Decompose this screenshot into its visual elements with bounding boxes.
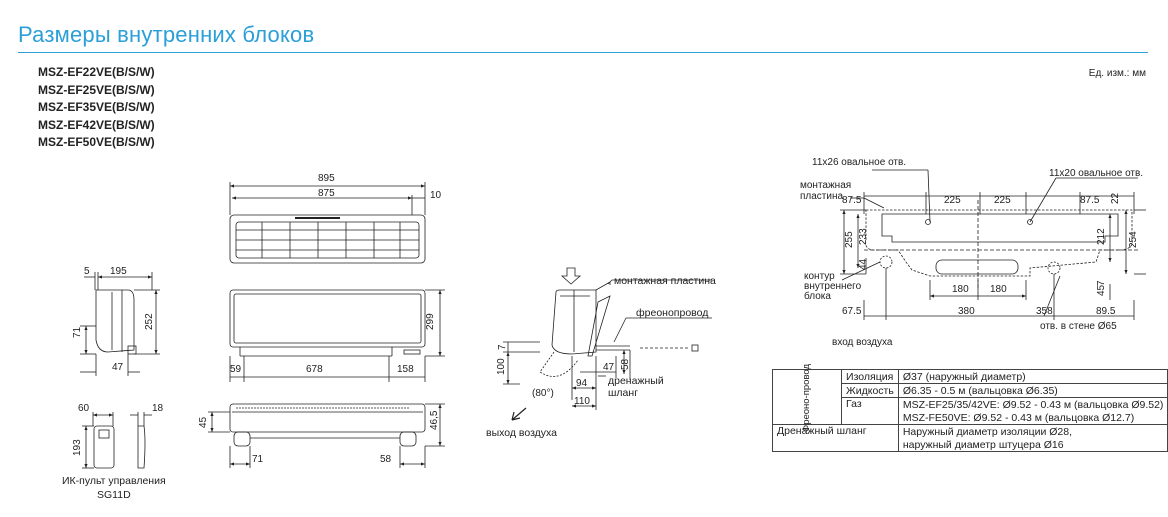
dim-380: 380	[958, 306, 975, 317]
dim-110: 110	[574, 396, 590, 407]
spec-row-drain-2: наружный диаметр штуцера Ø16	[773, 438, 1168, 452]
section-view: 7 100 (80°) 47 58 94 110	[496, 267, 712, 421]
dim-94: 94	[576, 378, 588, 389]
spec-value: наружный диаметр штуцера Ø16	[897, 438, 1168, 452]
spec-row-insulation: Фреоно-провод Изоляция Ø37 (наружный диа…	[771, 363, 1168, 432]
dim-46-5: 46,5	[429, 410, 440, 430]
model-item: MSZ-EF42VE(B/S/W)	[38, 117, 155, 132]
dim-87-5-right: 87.5	[1080, 195, 1100, 206]
model-item: MSZ-EF50VE(B/S/W)	[38, 135, 155, 149]
dim-18: 18	[152, 403, 164, 414]
dim-58-bottom: 58	[380, 454, 392, 465]
dim-180-left: 180	[952, 284, 969, 295]
remote-drawing: 60 18 193	[72, 403, 164, 469]
label-contour-1: контур	[804, 271, 835, 282]
air-out-arrow-icon	[511, 407, 527, 421]
dim-47: 47	[112, 362, 124, 373]
label-plate-1: монтажная	[800, 180, 851, 191]
dim-158: 158	[397, 364, 414, 375]
dim-71: 71	[72, 326, 83, 338]
model-item: MSZ-EF25VE(B/S/W)	[38, 82, 155, 97]
label-air-in: вход воздуха	[832, 337, 893, 348]
dim-225-right: 225	[994, 195, 1011, 206]
dim-87-5-left: 87.5	[842, 195, 862, 206]
dim-255: 255	[844, 231, 855, 248]
spec-value: Наружный диаметр изоляции Ø28,	[897, 424, 1168, 438]
page-title: Размеры внутренних блоков	[18, 22, 315, 47]
dim-233: 233	[858, 228, 869, 245]
dim-212: 212	[1096, 228, 1107, 245]
dim-100-section: 100	[496, 358, 507, 375]
dim-358: 358	[1036, 306, 1053, 317]
label-mount-plate: монтажная пластина	[614, 275, 716, 287]
dim-7-plate: 7	[1096, 280, 1107, 286]
spec-value: MSZ-FE50VE: Ø9.52 - 0.43 м (вальцовка Ø1…	[897, 411, 1168, 425]
spec-row-gas: Газ MSZ-EF25/35/42VE: Ø9.52 - 0.43 м (ва…	[773, 397, 1168, 425]
dim-58-section: 58	[620, 358, 631, 370]
dim-895: 895	[318, 173, 335, 184]
spec-group-label: Фреоно-провод	[771, 363, 843, 432]
label-plate-2: пластина	[800, 191, 844, 202]
spec-value: Ø37 (наружный диаметр)	[897, 369, 1168, 384]
spec-name: Газ	[841, 397, 899, 425]
dim-225-left: 225	[944, 195, 961, 206]
label-drain-hose-1: дренажный	[608, 375, 664, 387]
model-list: MSZ-EF22VE(B/S/W) MSZ-EF25VE(B/S/W) MSZ-…	[38, 64, 155, 152]
model-item: MSZ-EF22VE(B/S/W)	[38, 65, 155, 79]
dim-60: 60	[78, 403, 90, 414]
label-air-out: выход воздуха	[486, 427, 557, 439]
spec-value: Ø6.35 - 0.5 м (вальцовка Ø6.35)	[897, 383, 1168, 398]
spec-table: Фреоно-провод Изоляция Ø37 (наружный диа…	[771, 363, 1168, 452]
dim-180-right: 180	[990, 284, 1007, 295]
label-contour-2: внутреннего	[804, 281, 862, 292]
label-contour-3: блока	[804, 290, 831, 302]
model-item: MSZ-EF35VE(B/S/W)	[38, 100, 155, 114]
front-view-top: 895 875 10	[229, 173, 442, 264]
dim-193: 193	[72, 439, 83, 456]
side-view: 5 195 252 71 47	[72, 266, 160, 376]
unit-label: Ед. изм.: мм	[1088, 68, 1146, 79]
bottom-view: 45 46,5 71 58	[198, 403, 445, 468]
dim-45-plate: 45	[1096, 284, 1107, 296]
mounting-plate-view	[840, 169, 1146, 320]
dim-10: 10	[430, 190, 442, 201]
dim-254: 254	[1128, 231, 1139, 248]
spec-name: Жидкость	[841, 383, 899, 398]
label-wall-hole: отв. в стене Ø65	[1040, 321, 1117, 332]
dim-45: 45	[198, 416, 209, 428]
dim-89-5: 89.5	[1096, 306, 1116, 317]
dim-299: 299	[425, 313, 436, 330]
dim-7-section: 7	[497, 344, 508, 350]
dim-59: 59	[230, 364, 242, 375]
front-view-main: 299 59 678 158	[229, 289, 445, 382]
spec-value: MSZ-EF25/35/42VE: Ø9.52 - 0.43 м (вальцо…	[897, 397, 1168, 411]
label-refrig-pipe: фреонопровод	[636, 307, 708, 319]
label-drain-hose-2: шланг	[608, 387, 638, 399]
dim-875: 875	[318, 188, 335, 199]
spec-row-drain: Дренажный шланг Наружный диаметр изоляци…	[772, 424, 1168, 452]
label-remote: ИК-пульт управления	[62, 475, 166, 487]
dim-71-bottom: 71	[252, 454, 264, 465]
dim-47-section: 47	[603, 362, 615, 373]
dim-252: 252	[144, 313, 155, 330]
spec-row-gas-2: MSZ-FE50VE: Ø9.52 - 0.43 м (вальцовка Ø1…	[773, 411, 1168, 425]
spec-name: Дренажный шланг	[772, 424, 899, 452]
dim-678: 678	[306, 364, 323, 375]
dim-195: 195	[110, 266, 127, 277]
label-remote-model: SG11D	[97, 489, 131, 501]
spec-name: Изоляция	[841, 369, 899, 384]
dim-80-deg: (80°)	[532, 388, 554, 399]
dim-67-5: 67.5	[842, 306, 862, 317]
dim-5: 5	[84, 266, 90, 277]
label-oval-11x26: 11x26 овальное отв.	[812, 157, 906, 168]
title-rule	[18, 52, 1148, 53]
dim-22: 22	[1110, 192, 1121, 204]
dim-44: 44	[858, 258, 869, 270]
down-arrow-icon	[560, 267, 582, 285]
label-oval-11x20: 11x20 овальное отв.	[1049, 168, 1143, 179]
